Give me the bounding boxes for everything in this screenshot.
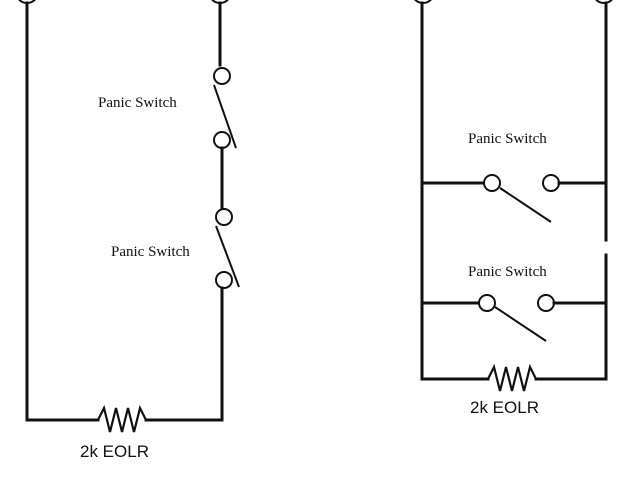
switch1-contact-top [213, 67, 231, 85]
branch1-label: Panic Switch [468, 131, 547, 147]
switch2-contact-bottom [215, 271, 233, 289]
switch1-label: Panic Switch [98, 95, 177, 111]
branch2-arm [494, 306, 547, 342]
switch1-arm [213, 84, 237, 149]
branch1-contact-right [542, 174, 560, 192]
switch1-contact-bottom [213, 131, 231, 149]
eolr-label-right: 2k EOLR [470, 398, 539, 417]
switch2-arm [215, 225, 240, 288]
switch2-contact-top [215, 208, 233, 226]
series-circuit: Panic Switch Panic Switch 2k EOLR [18, 0, 240, 461]
parallel-circuit: Panic Switch Panic Switch 2k EOLR [414, 0, 613, 417]
eolr-resistor-right [487, 363, 537, 392]
eolr-resistor-left [97, 404, 147, 433]
branch2-contact-left [478, 294, 496, 312]
eolr-label-left: 2k EOLR [80, 442, 149, 461]
branch2-contact-right [537, 294, 555, 312]
branch1-arm [499, 187, 552, 223]
branch1-contact-left [483, 174, 501, 192]
switch2-label: Panic Switch [111, 244, 190, 260]
terminal-right-2 [595, 0, 613, 4]
branch2-label: Panic Switch [468, 264, 547, 280]
